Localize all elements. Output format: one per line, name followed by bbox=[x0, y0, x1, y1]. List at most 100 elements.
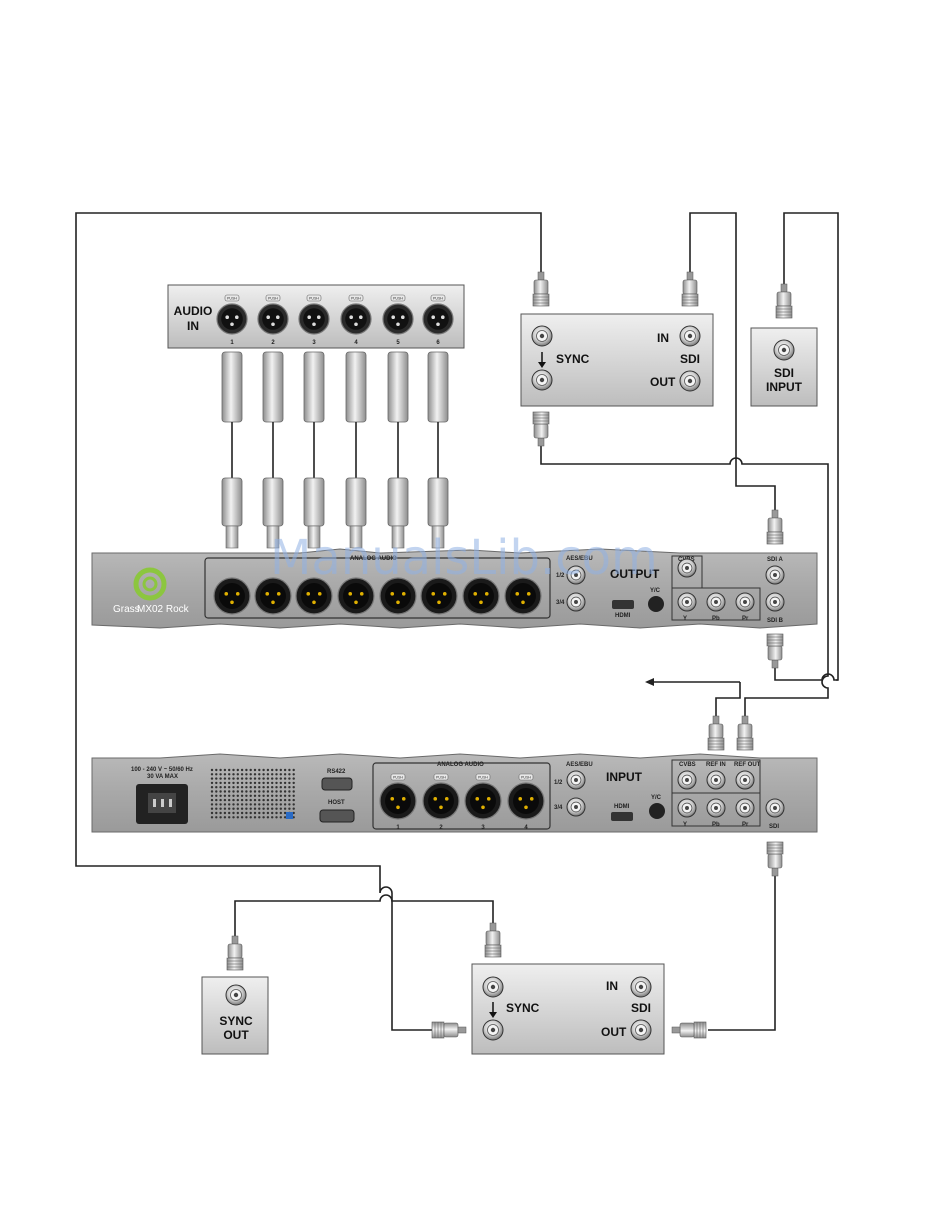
bnc-jack[interactable] bbox=[679, 370, 701, 392]
host-port[interactable] bbox=[319, 809, 355, 823]
audio-in-xlr[interactable]: PUSH bbox=[257, 294, 289, 335]
bnc-jack[interactable] bbox=[765, 798, 785, 818]
xlr-cable bbox=[345, 351, 367, 549]
sync-box-top: SYNC IN SDI OUT bbox=[520, 313, 714, 407]
bottom-yc-label: Y/C bbox=[651, 795, 662, 801]
bnc-jack[interactable] bbox=[679, 325, 701, 347]
bnc-plug bbox=[532, 271, 550, 307]
output-xlr[interactable] bbox=[295, 577, 333, 615]
bottom-ch12-label: 1/2 bbox=[554, 780, 563, 786]
yc-port[interactable] bbox=[648, 596, 664, 612]
bnc-plug bbox=[766, 841, 784, 877]
output-xlr[interactable] bbox=[462, 577, 500, 615]
bnc-jacks bbox=[225, 325, 795, 1041]
bnc-jack[interactable] bbox=[677, 558, 697, 578]
bnc-jack[interactable] bbox=[706, 798, 726, 818]
cable-lines bbox=[75, 212, 839, 1031]
sdi-b-label: SDI B bbox=[767, 618, 784, 624]
bnc-jack[interactable] bbox=[225, 984, 247, 1006]
bnc-jack[interactable] bbox=[765, 592, 785, 612]
bnc-jack[interactable] bbox=[482, 1019, 504, 1041]
bnc-jack[interactable] bbox=[677, 592, 697, 612]
input-xlr[interactable]: PUSH bbox=[507, 773, 545, 820]
xlr-cable bbox=[387, 351, 409, 549]
aes-ebu-label: AES/EBU bbox=[566, 556, 593, 562]
status-led bbox=[286, 812, 293, 819]
output-xlr[interactable] bbox=[337, 577, 375, 615]
input-channel-number: 3 bbox=[481, 825, 485, 831]
bnc-jack[interactable] bbox=[765, 565, 785, 585]
bnc-jack[interactable] bbox=[706, 770, 726, 790]
bottom-pr-label: Pr bbox=[742, 822, 749, 828]
bnc-plug-horizontal bbox=[671, 1021, 707, 1039]
in-label: IN bbox=[657, 331, 669, 345]
push-label: PUSH bbox=[478, 775, 488, 779]
output-xlr[interactable] bbox=[420, 577, 458, 615]
input-channel-number: 2 bbox=[439, 825, 443, 831]
bnc-jack[interactable] bbox=[531, 325, 553, 347]
bnc-jack[interactable] bbox=[630, 976, 652, 998]
bnc-plug bbox=[766, 509, 784, 545]
bnc-jack[interactable] bbox=[482, 976, 504, 998]
output-xlr[interactable] bbox=[504, 577, 542, 615]
bottom-yc-port[interactable] bbox=[649, 803, 665, 819]
bnc-plug bbox=[681, 271, 699, 307]
bottom-sync-label: SYNC bbox=[506, 1001, 540, 1015]
audio-in-channel-number: 1 bbox=[230, 340, 234, 346]
input-xlr[interactable]: PUSH bbox=[422, 773, 460, 820]
audio-cables bbox=[221, 351, 449, 549]
bnc-jack[interactable] bbox=[773, 339, 795, 361]
push-label: PUSH bbox=[309, 296, 319, 300]
audio-in-channel-number: 2 bbox=[271, 340, 275, 346]
bnc-jack[interactable] bbox=[735, 798, 755, 818]
hdmi-port[interactable] bbox=[612, 600, 634, 609]
bnc-jack[interactable] bbox=[566, 770, 586, 790]
audio-in-channel-number: 5 bbox=[396, 340, 400, 346]
device-bottom-panel: 100 - 240 V ~ 50/60 Hz 30 VA MAX RS422 H… bbox=[91, 753, 818, 833]
rs422-port[interactable] bbox=[321, 777, 353, 791]
bnc-jack[interactable] bbox=[531, 369, 553, 391]
xlr-cable bbox=[262, 351, 284, 549]
sdi-input-label-1: SDI bbox=[774, 366, 794, 380]
bnc-jack[interactable] bbox=[566, 797, 586, 817]
bnc-jack[interactable] bbox=[677, 798, 697, 818]
bnc-jack[interactable] bbox=[706, 592, 726, 612]
brand-prefix: Grass bbox=[113, 604, 140, 615]
sync-out-label-1: SYNC bbox=[219, 1014, 253, 1028]
rs422-label: RS422 bbox=[327, 769, 346, 775]
audio-in-xlr[interactable]: PUSH bbox=[216, 294, 248, 335]
bnc-jack[interactable] bbox=[735, 592, 755, 612]
output-label: OUTPUT bbox=[610, 567, 660, 581]
pr-label: Pr bbox=[742, 616, 749, 622]
output-xlr[interactable] bbox=[254, 577, 292, 615]
push-label: PUSH bbox=[393, 296, 403, 300]
input-xlr[interactable]: PUSH bbox=[464, 773, 502, 820]
bottom-hdmi-label: HDMI bbox=[614, 804, 630, 810]
bottom-hdmi-port[interactable] bbox=[611, 812, 633, 821]
audio-in-title-2: IN bbox=[187, 319, 199, 333]
audio-in-xlr[interactable]: PUSH bbox=[298, 294, 330, 335]
bnc-plug-horizontal bbox=[431, 1021, 467, 1039]
bnc-jack[interactable] bbox=[566, 565, 586, 585]
sdi-a-label: SDI A bbox=[767, 557, 783, 563]
bottom-sdi-box-label: SDI bbox=[631, 1001, 651, 1015]
ch12-label: 1/2 bbox=[556, 573, 565, 579]
audio-in-xlr[interactable]: PUSH bbox=[382, 294, 414, 335]
bnc-jack[interactable] bbox=[566, 592, 586, 612]
sync-box-bottom: SYNC IN SDI OUT bbox=[471, 963, 665, 1055]
bnc-jack[interactable] bbox=[630, 1019, 652, 1041]
audio-in-xlr[interactable]: PUSH bbox=[340, 294, 372, 335]
output-xlr[interactable] bbox=[379, 577, 417, 615]
bnc-jack[interactable] bbox=[677, 770, 697, 790]
audio-in-xlr[interactable]: PUSH bbox=[422, 294, 454, 335]
push-label: PUSH bbox=[433, 296, 443, 300]
input-xlr[interactable]: PUSH bbox=[379, 773, 417, 820]
pb-label: Pb bbox=[712, 616, 720, 622]
bnc-plugs bbox=[226, 271, 793, 1039]
push-label: PUSH bbox=[521, 775, 531, 779]
bnc-jack[interactable] bbox=[735, 770, 755, 790]
bottom-cvbs-label: CVBS bbox=[679, 762, 696, 768]
output-xlr[interactable] bbox=[213, 577, 251, 615]
